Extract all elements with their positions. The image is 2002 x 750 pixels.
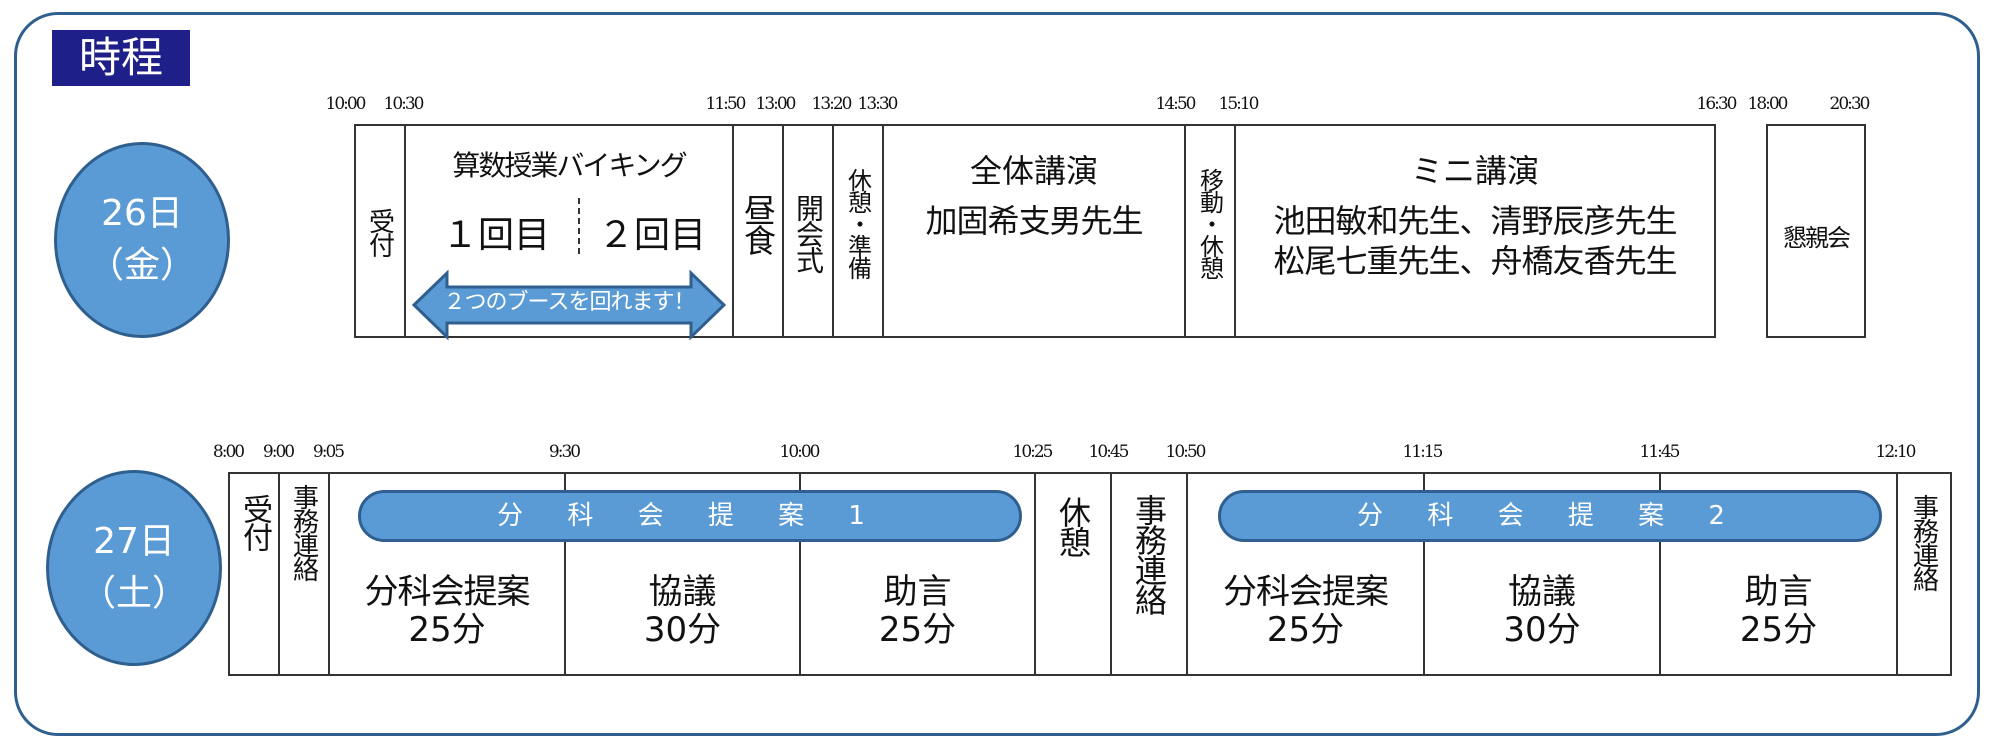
day2-admin-notice-cell-1: 事務連絡	[278, 472, 330, 676]
day1-viking-arrow	[411, 269, 727, 341]
day2-proposal-label: 分科会提案	[1223, 572, 1389, 612]
schedule-frame	[14, 12, 1980, 736]
day2-admin-notice-cell-3: 事務連絡	[1896, 472, 1952, 676]
day2-time-label: 12:10	[1875, 442, 1917, 462]
day1-move-break-label: 移動・休憩	[1195, 168, 1224, 278]
day1-party-cell: 懇親会	[1766, 124, 1866, 338]
day2-time-label: 9:00	[262, 442, 295, 462]
day1-time-label: 20:30	[1829, 94, 1871, 114]
day2-time-label: 10:50	[1165, 442, 1207, 462]
day2-advice-minutes: 25分	[1739, 610, 1818, 650]
day1-mini-line1: 池田敏和先生、清野辰彦先生	[1273, 202, 1677, 240]
day1-mini-lecture-cell: ミニ講演 池田敏和先生、清野辰彦先生 松尾七重先生、舟橋友香先生	[1234, 124, 1716, 338]
day1-time-label: 10:00	[325, 94, 367, 114]
day2-admin-notice-cell-2: 事務連絡	[1110, 472, 1188, 676]
day1-opening-label: 開会式	[792, 194, 825, 272]
day1-time-label: 13:30	[857, 94, 899, 114]
day1-time-label: 15:10	[1218, 94, 1260, 114]
day1-viking-cell: 算数授業バイキング １回目 ２回目 ２つのブースを回れます！	[404, 124, 734, 341]
day2-time-label: 11:15	[1402, 442, 1444, 462]
day1-viking-divider	[578, 198, 580, 254]
day1-lunch-label: 昼食	[739, 194, 777, 254]
day2-time-label: 9:05	[312, 442, 345, 462]
day1-mini-line2: 松尾七重先生、舟橋友香先生	[1273, 242, 1677, 280]
day1-time-label: 16:30	[1696, 94, 1738, 114]
day1-party-label: 懇親会	[1783, 224, 1851, 252]
day1-move-break-cell: 移動・休憩	[1184, 124, 1236, 338]
day1-opening-cell: 開会式	[782, 124, 834, 338]
day2-date: 27日	[93, 521, 175, 562]
day2-time-label: 10:25	[1012, 442, 1054, 462]
day1-time-label: 13:00	[755, 94, 797, 114]
day1-viking-title: 算数授業バイキング	[452, 149, 687, 182]
day2-break-cell: 休憩	[1034, 472, 1112, 676]
day1-viking-round1: １回目	[442, 215, 551, 256]
day2-bunkakai1-label: 分 科 会 提 案 1	[497, 501, 883, 531]
day2-weekday: （土）	[79, 573, 188, 614]
day1-reception-label: 受付	[364, 208, 395, 256]
day1-time-label: 10:30	[383, 94, 425, 114]
day1-badge: 26日 （金）	[54, 142, 230, 338]
day1-keynote-cell: 全体講演 加固希支男先生	[882, 124, 1186, 338]
day2-advice-minutes: 25分	[878, 610, 957, 650]
day2-break-label: 休憩	[1054, 496, 1092, 556]
day2-badge: 27日 （土）	[46, 470, 222, 666]
day1-time-label: 13:20	[811, 94, 853, 114]
day2-time-label: 11:45	[1639, 442, 1681, 462]
day1-weekday: （金）	[87, 245, 196, 286]
day2-time-label: 9:30	[548, 442, 581, 462]
day2-advice-label: 助言	[1744, 572, 1813, 612]
day1-break-prep-cell: 休憩・準備	[832, 124, 884, 338]
day2-discussion-label: 協議	[648, 572, 717, 612]
day1-keynote-speaker: 加固希支男先生	[925, 202, 1143, 240]
day2-time-label: 10:45	[1088, 442, 1130, 462]
day1-time-label: 18:00	[1747, 94, 1789, 114]
day1-reception-cell: 受付	[354, 124, 406, 338]
day1-viking-arrow-label: ２つのブースを回れます！	[443, 290, 696, 315]
day2-proposal-minutes: 25分	[408, 610, 486, 650]
day2-admin-notice-label: 事務連絡	[1130, 494, 1168, 614]
day2-discussion-minutes: 30分	[643, 610, 722, 650]
day2-proposal-label: 分科会提案	[364, 572, 531, 612]
day1-lunch-cell: 昼食	[732, 124, 784, 338]
day2-time-label: 10:00	[779, 442, 821, 462]
day2-proposal-minutes: 25分	[1266, 610, 1345, 650]
day1-break-prep-label: 休憩・準備	[843, 168, 872, 278]
day1-time-label: 11:50	[705, 94, 747, 114]
day2-bunkakai1-banner: 分 科 会 提 案 1	[358, 490, 1022, 542]
page-title: 時程	[52, 30, 190, 86]
day2-time-label: 8:00	[212, 442, 245, 462]
day2-bunkakai2-label: 分 科 会 提 案 2	[1357, 501, 1743, 531]
day1-keynote-title: 全体講演	[969, 152, 1098, 190]
day1-date: 26日	[101, 193, 183, 234]
day2-admin-notice-label: 事務連絡	[1908, 494, 1939, 590]
day2-discussion-minutes: 30分	[1503, 610, 1581, 650]
day2-bunkakai2-banner: 分 科 会 提 案 2	[1218, 490, 1882, 542]
day1-mini-title: ミニ講演	[1410, 152, 1539, 190]
day2-advice-label: 助言	[883, 572, 952, 612]
day2-discussion-label: 協議	[1508, 572, 1576, 612]
day2-admin-notice-label: 事務連絡	[288, 484, 319, 580]
day2-reception-label: 受付	[237, 494, 272, 550]
day1-time-label: 14:50	[1155, 94, 1197, 114]
day1-viking-round2: ２回目	[598, 215, 707, 256]
day2-reception-cell: 受付	[228, 472, 280, 676]
